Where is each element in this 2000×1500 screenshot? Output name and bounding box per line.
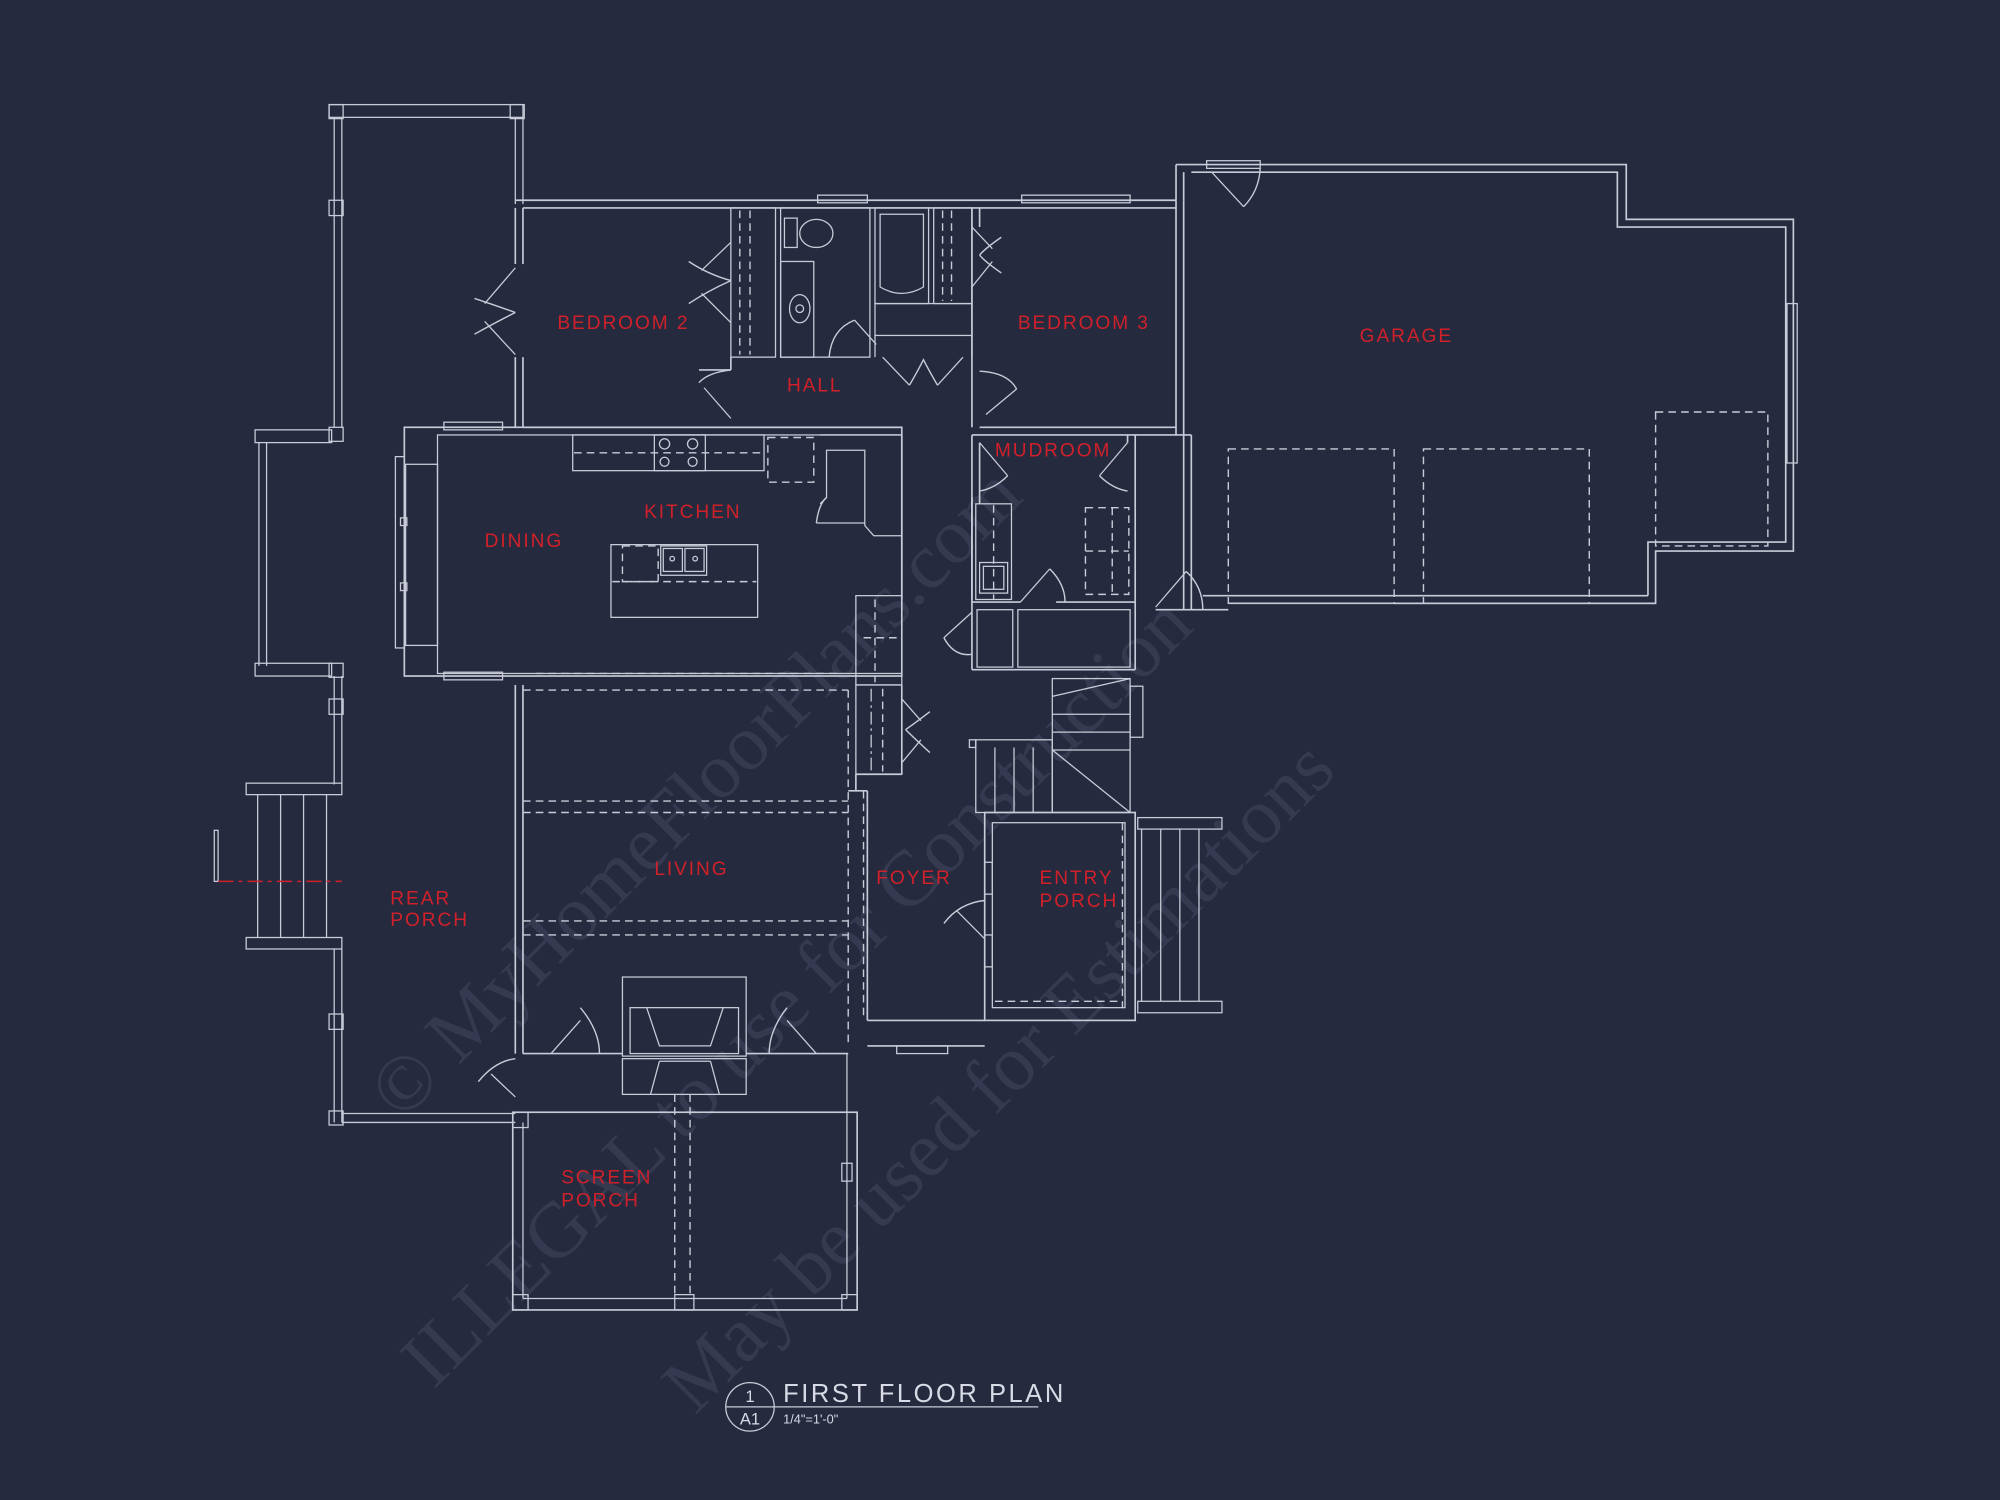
label-rear-porch-line-2: PORCH (390, 910, 469, 931)
label-kitchen: KITCHEN (644, 502, 741, 523)
label-dining: DINING (485, 531, 563, 552)
sheet-number: A1 (740, 1410, 760, 1429)
rear-porch-structure (213, 103, 525, 1126)
screen-porch-walls (511, 1053, 858, 1311)
label-screen-porch-line-1: SCREEN (561, 1168, 652, 1189)
drawing-title-block: 1 A1 FIRST FLOOR PLAN 1/4"=1'-0" (725, 1380, 1066, 1432)
drawing-title: FIRST FLOOR PLAN (783, 1380, 1066, 1408)
drawing-scale: 1/4"=1'-0" (783, 1411, 838, 1426)
label-garage: GARAGE (1360, 326, 1453, 347)
label-screen-porch-line-2: PORCH (561, 1191, 640, 1212)
stairs-entry (862, 677, 1223, 1055)
garage-walls (1175, 160, 1798, 610)
center-walls (855, 434, 981, 1021)
detail-number: 1 (745, 1387, 754, 1406)
label-foyer: FOYER (876, 868, 951, 889)
label-mudroom: MUDROOM (995, 441, 1111, 462)
label-bedroom-3: BEDROOM 3 (1018, 313, 1150, 334)
label-rear-porch-line-1: REAR (390, 888, 451, 909)
room-labels: BEDROOM 2 BEDROOM 3 HALL GARAGE MUDROOM … (390, 313, 1453, 1212)
living-walls (477, 672, 868, 1098)
label-entry-porch-line-2: PORCH (1040, 891, 1119, 912)
label-bedroom-2: BEDROOM 2 (557, 313, 689, 334)
mudroom-walls (943, 434, 1229, 671)
bedroom-wing-walls (474, 194, 1192, 436)
label-living: LIVING (654, 859, 728, 880)
label-entry-porch-line-1: ENTRY (1040, 868, 1114, 889)
label-hall: HALL (787, 376, 843, 397)
